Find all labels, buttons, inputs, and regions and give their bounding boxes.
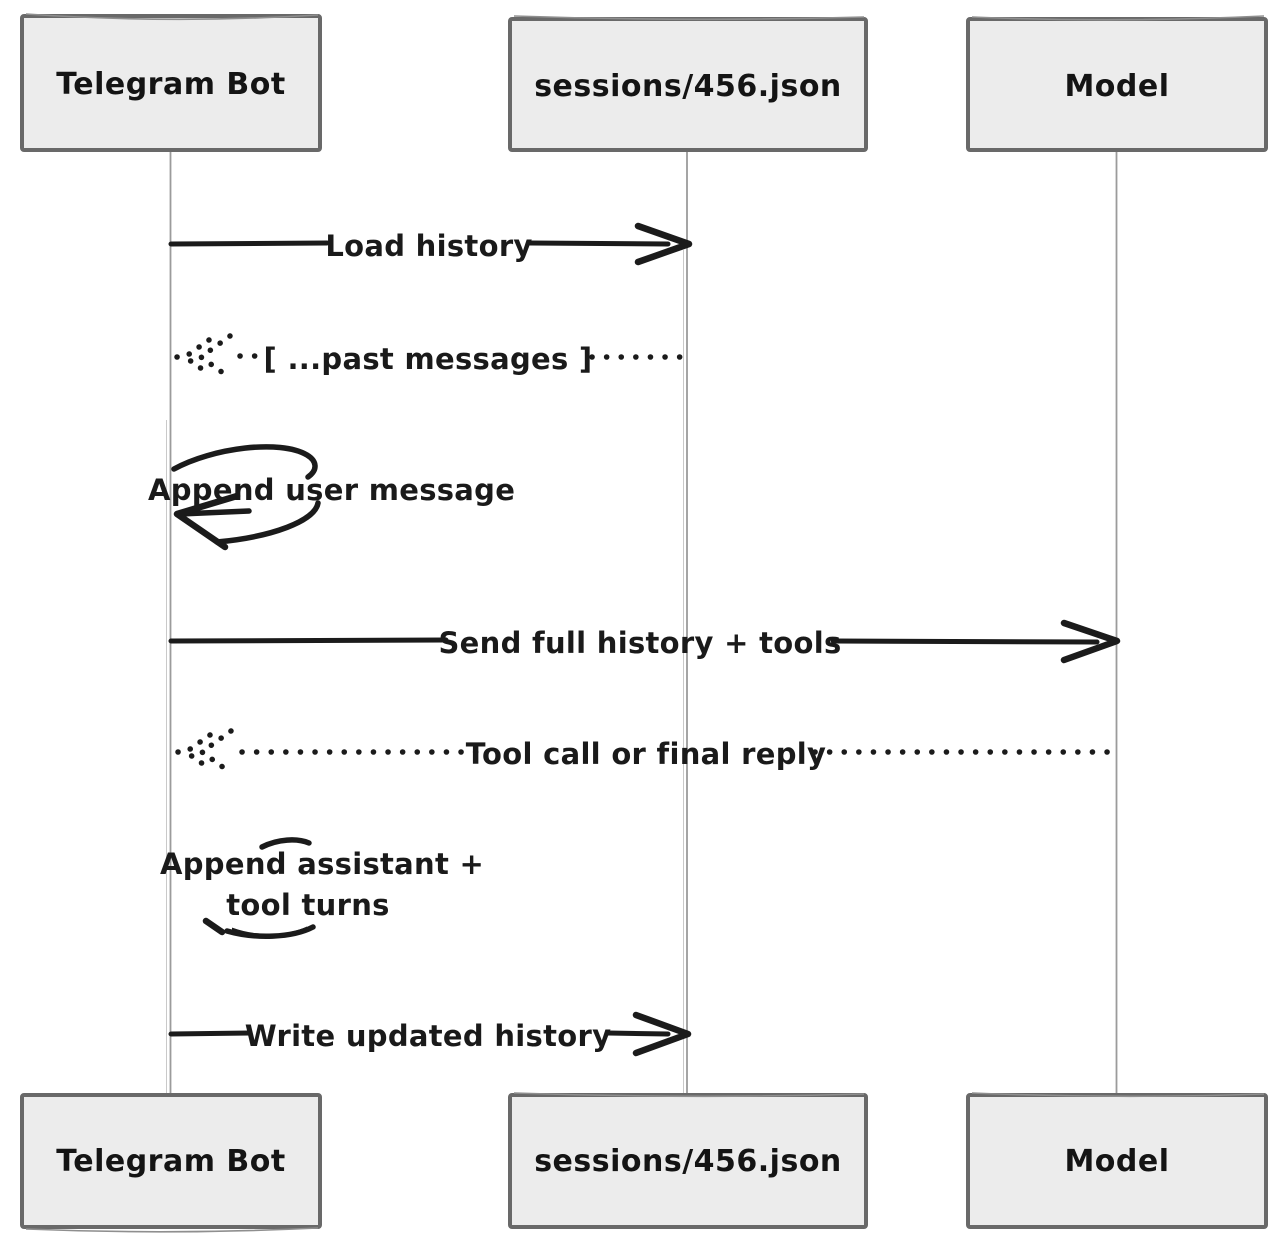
arrowhead-right-icon — [1060, 619, 1121, 664]
actor-box-sessions-file-top: sessions/456.json — [508, 15, 868, 152]
loop-bottom-arc — [214, 500, 321, 545]
actor-label-model-top: Model — [1064, 69, 1169, 104]
actor-label-telegram-bot-bottom: Telegram Bot — [56, 1144, 286, 1179]
actor-label-sessions-file-bottom: sessions/456.json — [534, 1144, 842, 1179]
loop-top-arc — [259, 837, 312, 850]
arrowhead-tick — [202, 917, 226, 936]
arrowhead-left-dotted-icon — [174, 333, 233, 381]
message-label-past-messages: [ ...past messages ] — [264, 342, 593, 376]
message-load-history: Load history — [168, 222, 693, 266]
message-label-load-history: Load history — [325, 229, 532, 263]
message-write-updated-history: Write updated history — [168, 1011, 692, 1057]
self-loop-append-user-message: Append user message — [148, 444, 515, 551]
message-label-send-full-history: Send full history + tools — [438, 626, 841, 660]
actor-box-telegram-bot-bottom: Telegram Bot — [20, 1093, 322, 1233]
message-label-append-assistant-line2: tool turns — [226, 888, 389, 922]
message-label-append-user-message: Append user message — [148, 473, 515, 507]
arrowhead-left-dotted-icon — [175, 728, 234, 776]
actor-box-sessions-file-bottom: sessions/456.json — [508, 1092, 868, 1229]
message-past-messages: [ ...past messages ] — [174, 333, 689, 381]
actor-label-model-bottom: Model — [1064, 1144, 1169, 1179]
arrowhead-right-icon — [632, 1011, 692, 1057]
actor-box-model-top: Model — [966, 15, 1268, 152]
actor-box-telegram-bot-top: Telegram Bot — [20, 13, 322, 152]
actor-label-sessions-file-top: sessions/456.json — [534, 69, 842, 104]
loop-top-arc — [171, 444, 318, 480]
message-send-full-history: Send full history + tools — [168, 619, 1121, 664]
message-tool-call-or-final-reply: Tool call or final reply — [175, 728, 1117, 776]
self-loop-append-assistant-tool-turns: Append assistant + tool turns — [160, 837, 484, 939]
lifeline-telegram-bot — [166, 152, 172, 1094]
lifeline-sessions-file — [683, 152, 688, 1094]
message-label-tool-call-or-final-reply: Tool call or final reply — [466, 737, 826, 771]
message-label-append-assistant-line1: Append assistant + — [160, 847, 484, 881]
message-label-write-updated-history: Write updated history — [245, 1019, 612, 1053]
actor-box-model-bottom: Model — [966, 1092, 1268, 1229]
actor-label-telegram-bot-top: Telegram Bot — [56, 67, 286, 102]
arrowhead-right-icon — [634, 222, 693, 266]
arrowhead-left-icon — [173, 492, 241, 551]
